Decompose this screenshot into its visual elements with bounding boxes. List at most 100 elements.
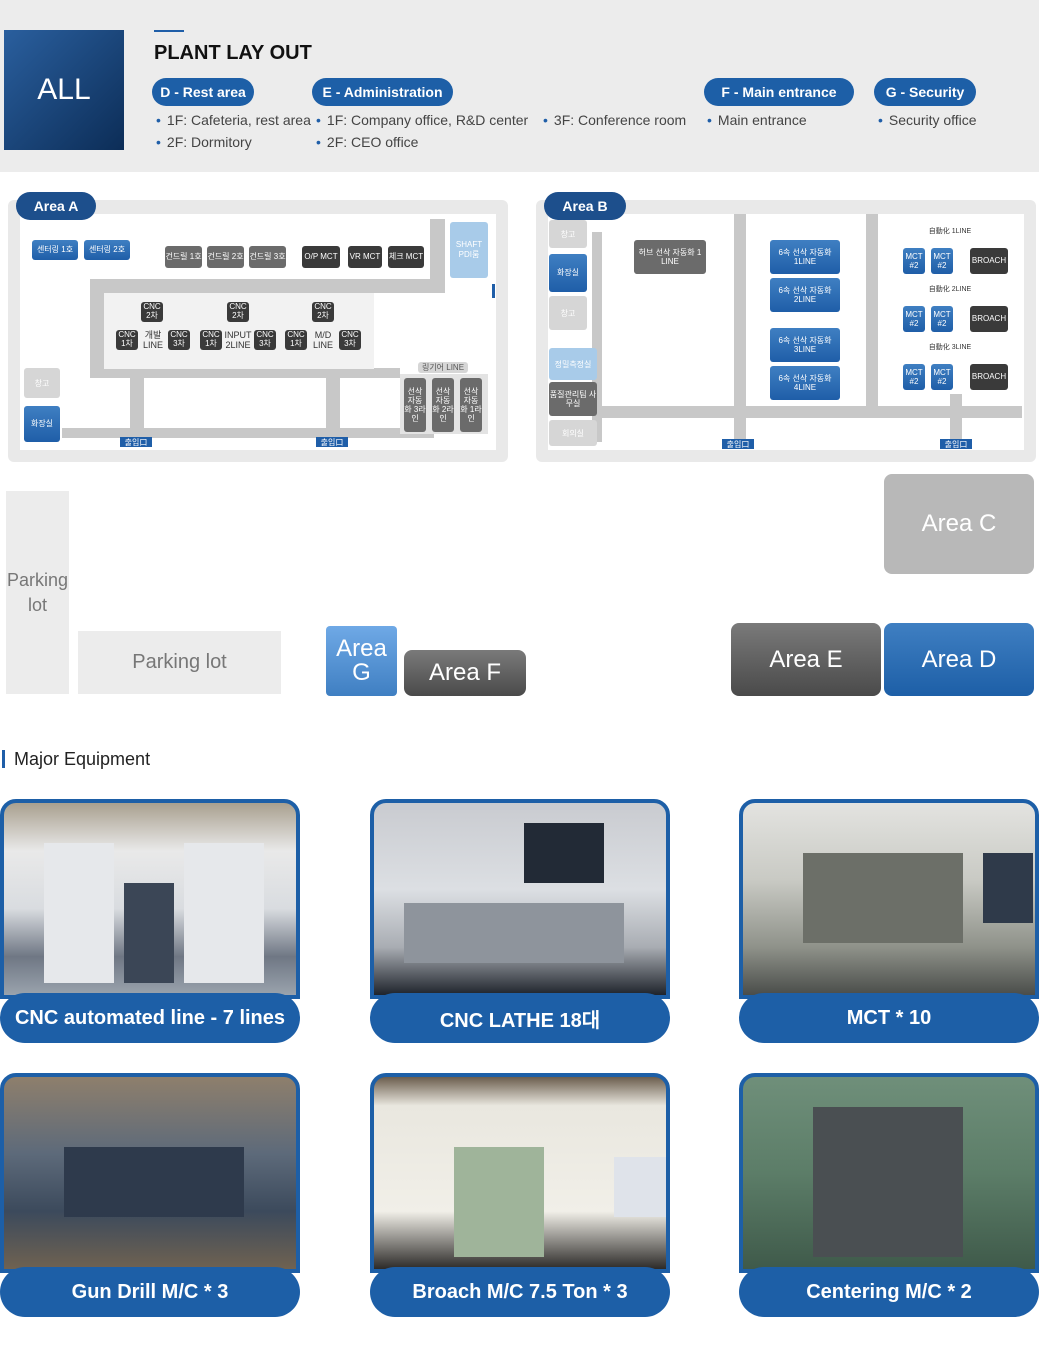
equipment-card[interactable]: Broach M/C 7.5 Ton * 3: [370, 1073, 670, 1317]
area-c-button[interactable]: Area C: [884, 474, 1034, 574]
legend-tag-security[interactable]: G - Security: [874, 78, 976, 106]
equipment-caption: CNC automated line - 7 lines: [0, 993, 300, 1043]
gun-drill-photo: [0, 1073, 300, 1273]
equipment-card[interactable]: Gun Drill M/C * 3: [0, 1073, 300, 1317]
legend-item: Main entrance: [707, 112, 807, 128]
broach-photo: [370, 1073, 670, 1273]
mct-box: MCT #2: [903, 248, 925, 274]
plant-map: Area A 센터링 1호 센터링 2호 건드릴 1호 건드릴 2호 건드릴 3…: [0, 184, 1039, 718]
cnc-1-box: CNC 1차: [116, 330, 138, 350]
mct-box: MCT #2: [931, 306, 953, 332]
equipment-caption: CNC LATHE 18대: [370, 993, 670, 1043]
road: [90, 279, 104, 369]
hub-turning-line-box: 허브 선삭 자동화 1 LINE: [634, 240, 706, 274]
legend-item: 1F: Company office, R&D center: [316, 112, 528, 128]
turning-line-box: 6속 선삭 자동화 3LINE: [770, 328, 840, 362]
turning-line-3-box: 선삭 자동화 3라인: [404, 378, 426, 432]
turning-line-box: 6속 선삭 자동화 4LINE: [770, 366, 840, 400]
parking-lot-horizontal: Parking lot: [78, 631, 281, 694]
quality-office-box: 품질관리팀 사무실: [549, 382, 597, 416]
aisle-shape: [124, 883, 174, 983]
broach-box: BROACH: [970, 248, 1008, 274]
input-line-label: INPUT 2LINE: [224, 330, 252, 351]
broach-box: BROACH: [970, 306, 1008, 332]
legend-item: 3F: Conference room: [543, 112, 686, 128]
all-button[interactable]: ALL: [4, 30, 124, 150]
legend-item: 2F: Dormitory: [156, 134, 252, 150]
cnc-2-box: CNC 2차: [141, 302, 163, 322]
plant-layout-header: ALL PLANT LAY OUT D - Rest area E - Admi…: [0, 0, 1039, 172]
area-d-button[interactable]: Area D: [884, 623, 1034, 696]
drill-body-shape: [64, 1147, 244, 1217]
title-accent-line: [154, 30, 184, 32]
equipment-card[interactable]: MCT * 10: [739, 799, 1039, 1043]
mct-box: MCT #2: [931, 364, 953, 390]
equipment-caption: Gun Drill M/C * 3: [0, 1267, 300, 1317]
page-title: PLANT LAY OUT: [154, 42, 312, 64]
road: [866, 214, 878, 414]
shaft-pdi-room: SHAFT PDI룸: [450, 222, 488, 278]
legend-tag-administration[interactable]: E - Administration: [312, 78, 453, 106]
road: [130, 374, 144, 438]
warehouse-box: 창고: [24, 368, 60, 398]
area-e-button[interactable]: Area E: [731, 623, 881, 696]
area-b-tag[interactable]: Area B: [544, 192, 626, 220]
turning-line-1-box: 선삭 자동화 1라인: [460, 378, 482, 432]
mct-box: MCT #2: [931, 248, 953, 274]
road: [62, 428, 434, 438]
road: [90, 279, 445, 293]
road: [592, 232, 602, 442]
exit-marker: 출입口: [316, 437, 348, 447]
vr-mct-box: VR MCT: [348, 246, 382, 268]
legend-item: 2F: CEO office: [316, 134, 419, 150]
control-panel-shape: [524, 823, 604, 883]
broach-window-shape: [454, 1147, 544, 1257]
control-panel-shape: [983, 853, 1033, 923]
turning-line-box: 6속 선삭 자동화 1LINE: [770, 240, 840, 274]
cnc-3-box: CNC 3차: [168, 330, 190, 350]
legend-tag-main-entrance[interactable]: F - Main entrance: [704, 78, 854, 106]
equipment-section-title: Major Equipment: [14, 749, 151, 769]
cnc-2-box: CNC 2차: [312, 302, 334, 322]
cnc-3-box: CNC 3차: [254, 330, 276, 350]
centering-1-box: 센터링 1호: [32, 240, 78, 260]
equipment-card[interactable]: Centering M/C * 2: [739, 1073, 1039, 1317]
road: [734, 214, 746, 444]
turning-line-2-box: 선삭 자동화 2라인: [432, 378, 454, 432]
restroom-box: 화장실: [549, 254, 587, 292]
meeting-room-box: 회의실: [549, 420, 597, 446]
check-mct-box: 체크 MCT: [388, 246, 424, 268]
cnc-lathe-photo: [370, 799, 670, 999]
equipment-card[interactable]: CNC LATHE 18대: [370, 799, 670, 1043]
turning-line-box: 6속 선삭 자동화 2LINE: [770, 278, 840, 312]
restroom-box: 화장실: [24, 406, 60, 442]
equipment-caption: MCT * 10: [739, 993, 1039, 1043]
area-f-button[interactable]: Area F: [404, 650, 526, 696]
cnc-3-box: CNC 3차: [339, 330, 361, 350]
legend-item: Security office: [878, 112, 977, 128]
broach-box: BROACH: [970, 364, 1008, 390]
ring-gear-line-label: 링기어 LINE: [418, 362, 468, 373]
parking-lot-vertical: Parking lot: [6, 491, 69, 694]
lathe-body-shape: [404, 903, 624, 963]
door-marker: [492, 284, 495, 298]
legend-tag-rest-area[interactable]: D - Rest area: [152, 78, 254, 106]
centering-2-box: 센터링 2호: [84, 240, 130, 260]
op-mct-box: O/P MCT: [302, 246, 340, 268]
exit-marker: 출입口: [722, 439, 754, 449]
exit-marker: 출입口: [940, 439, 972, 449]
md-line-label: M/D LINE: [312, 330, 333, 351]
area-g-button[interactable]: Area G: [326, 626, 397, 696]
dev-line-label: 개발 LINE: [142, 330, 163, 351]
road: [950, 394, 962, 444]
centering-body-shape: [813, 1107, 963, 1257]
legend-item: 1F: Cafeteria, rest area: [156, 112, 311, 128]
area-a-tag[interactable]: Area A: [16, 192, 96, 220]
warehouse-box: 창고: [549, 296, 587, 330]
road: [602, 406, 1022, 418]
section-accent-bar: [2, 750, 5, 768]
equipment-caption: Broach M/C 7.5 Ton * 3: [370, 1267, 670, 1317]
machine-shape: [184, 843, 264, 983]
equipment-caption: Centering M/C * 2: [739, 1267, 1039, 1317]
equipment-card[interactable]: CNC automated line - 7 lines: [0, 799, 300, 1043]
